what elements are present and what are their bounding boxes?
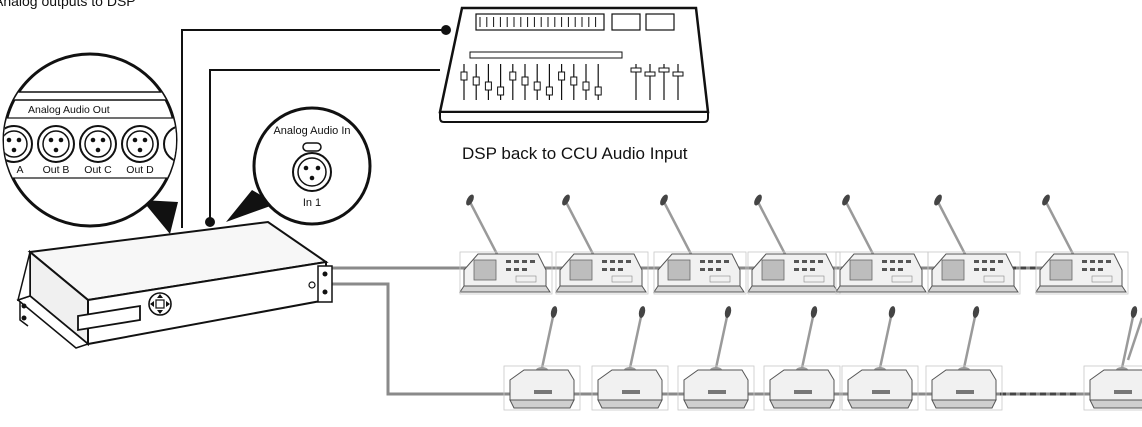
chairman-unit xyxy=(652,192,748,296)
xlr-out-connector: Out C xyxy=(79,125,117,176)
chairman-unit xyxy=(926,192,1022,296)
analog-in-line xyxy=(209,69,440,222)
chairman-unit xyxy=(458,192,554,296)
header-text: Analog outputs to DSP xyxy=(0,0,136,9)
analog-in-title: Analog Audio In xyxy=(273,125,350,137)
xlr-out-connector-partial xyxy=(163,125,176,163)
analog-out-zoom: A Out B Out C Out D Analog Audio Out xyxy=(2,52,178,234)
top-unit-chain xyxy=(458,192,1130,296)
analog-out-line xyxy=(181,29,446,228)
ccu-display xyxy=(77,304,141,332)
dsp-mixer-console xyxy=(438,6,710,123)
delegate-unit xyxy=(924,304,1004,412)
xlr-out-connector: A xyxy=(4,125,33,176)
delegate-unit xyxy=(590,304,670,412)
analog-in-zoom: Analog Audio In In 1 xyxy=(226,106,372,226)
bottom-unit-chain xyxy=(502,304,1142,412)
chairman-unit xyxy=(1034,192,1130,296)
delegate-unit xyxy=(840,304,920,412)
out-port-label: Out D xyxy=(126,164,154,176)
out-port-label: Out B xyxy=(43,164,70,176)
chairman-unit xyxy=(834,192,930,296)
delegate-unit xyxy=(676,304,756,412)
delegate-unit-partial xyxy=(1126,317,1142,361)
ccu-rack-unit xyxy=(16,220,333,349)
analog-in-port-label: In 1 xyxy=(303,197,321,209)
delegate-unit xyxy=(762,304,842,412)
ccu-nav-pad xyxy=(148,292,172,316)
out-port-label: A xyxy=(16,164,23,176)
chairman-unit xyxy=(746,192,842,296)
xlr-out-connector: Out B xyxy=(37,125,75,176)
chairman-unit xyxy=(554,192,650,296)
analog-in-dot xyxy=(205,217,215,227)
xlr-out-connector: Out D xyxy=(121,125,159,176)
delegate-unit xyxy=(502,304,582,412)
analog-out-dot xyxy=(441,25,451,35)
xlr-in-connector xyxy=(292,142,332,192)
dsp-caption: DSP back to CCU Audio Input xyxy=(462,144,688,163)
delegate-unit xyxy=(1082,304,1142,412)
out-port-label: Out C xyxy=(84,164,112,176)
analog-out-title: Analog Audio Out xyxy=(28,104,110,116)
